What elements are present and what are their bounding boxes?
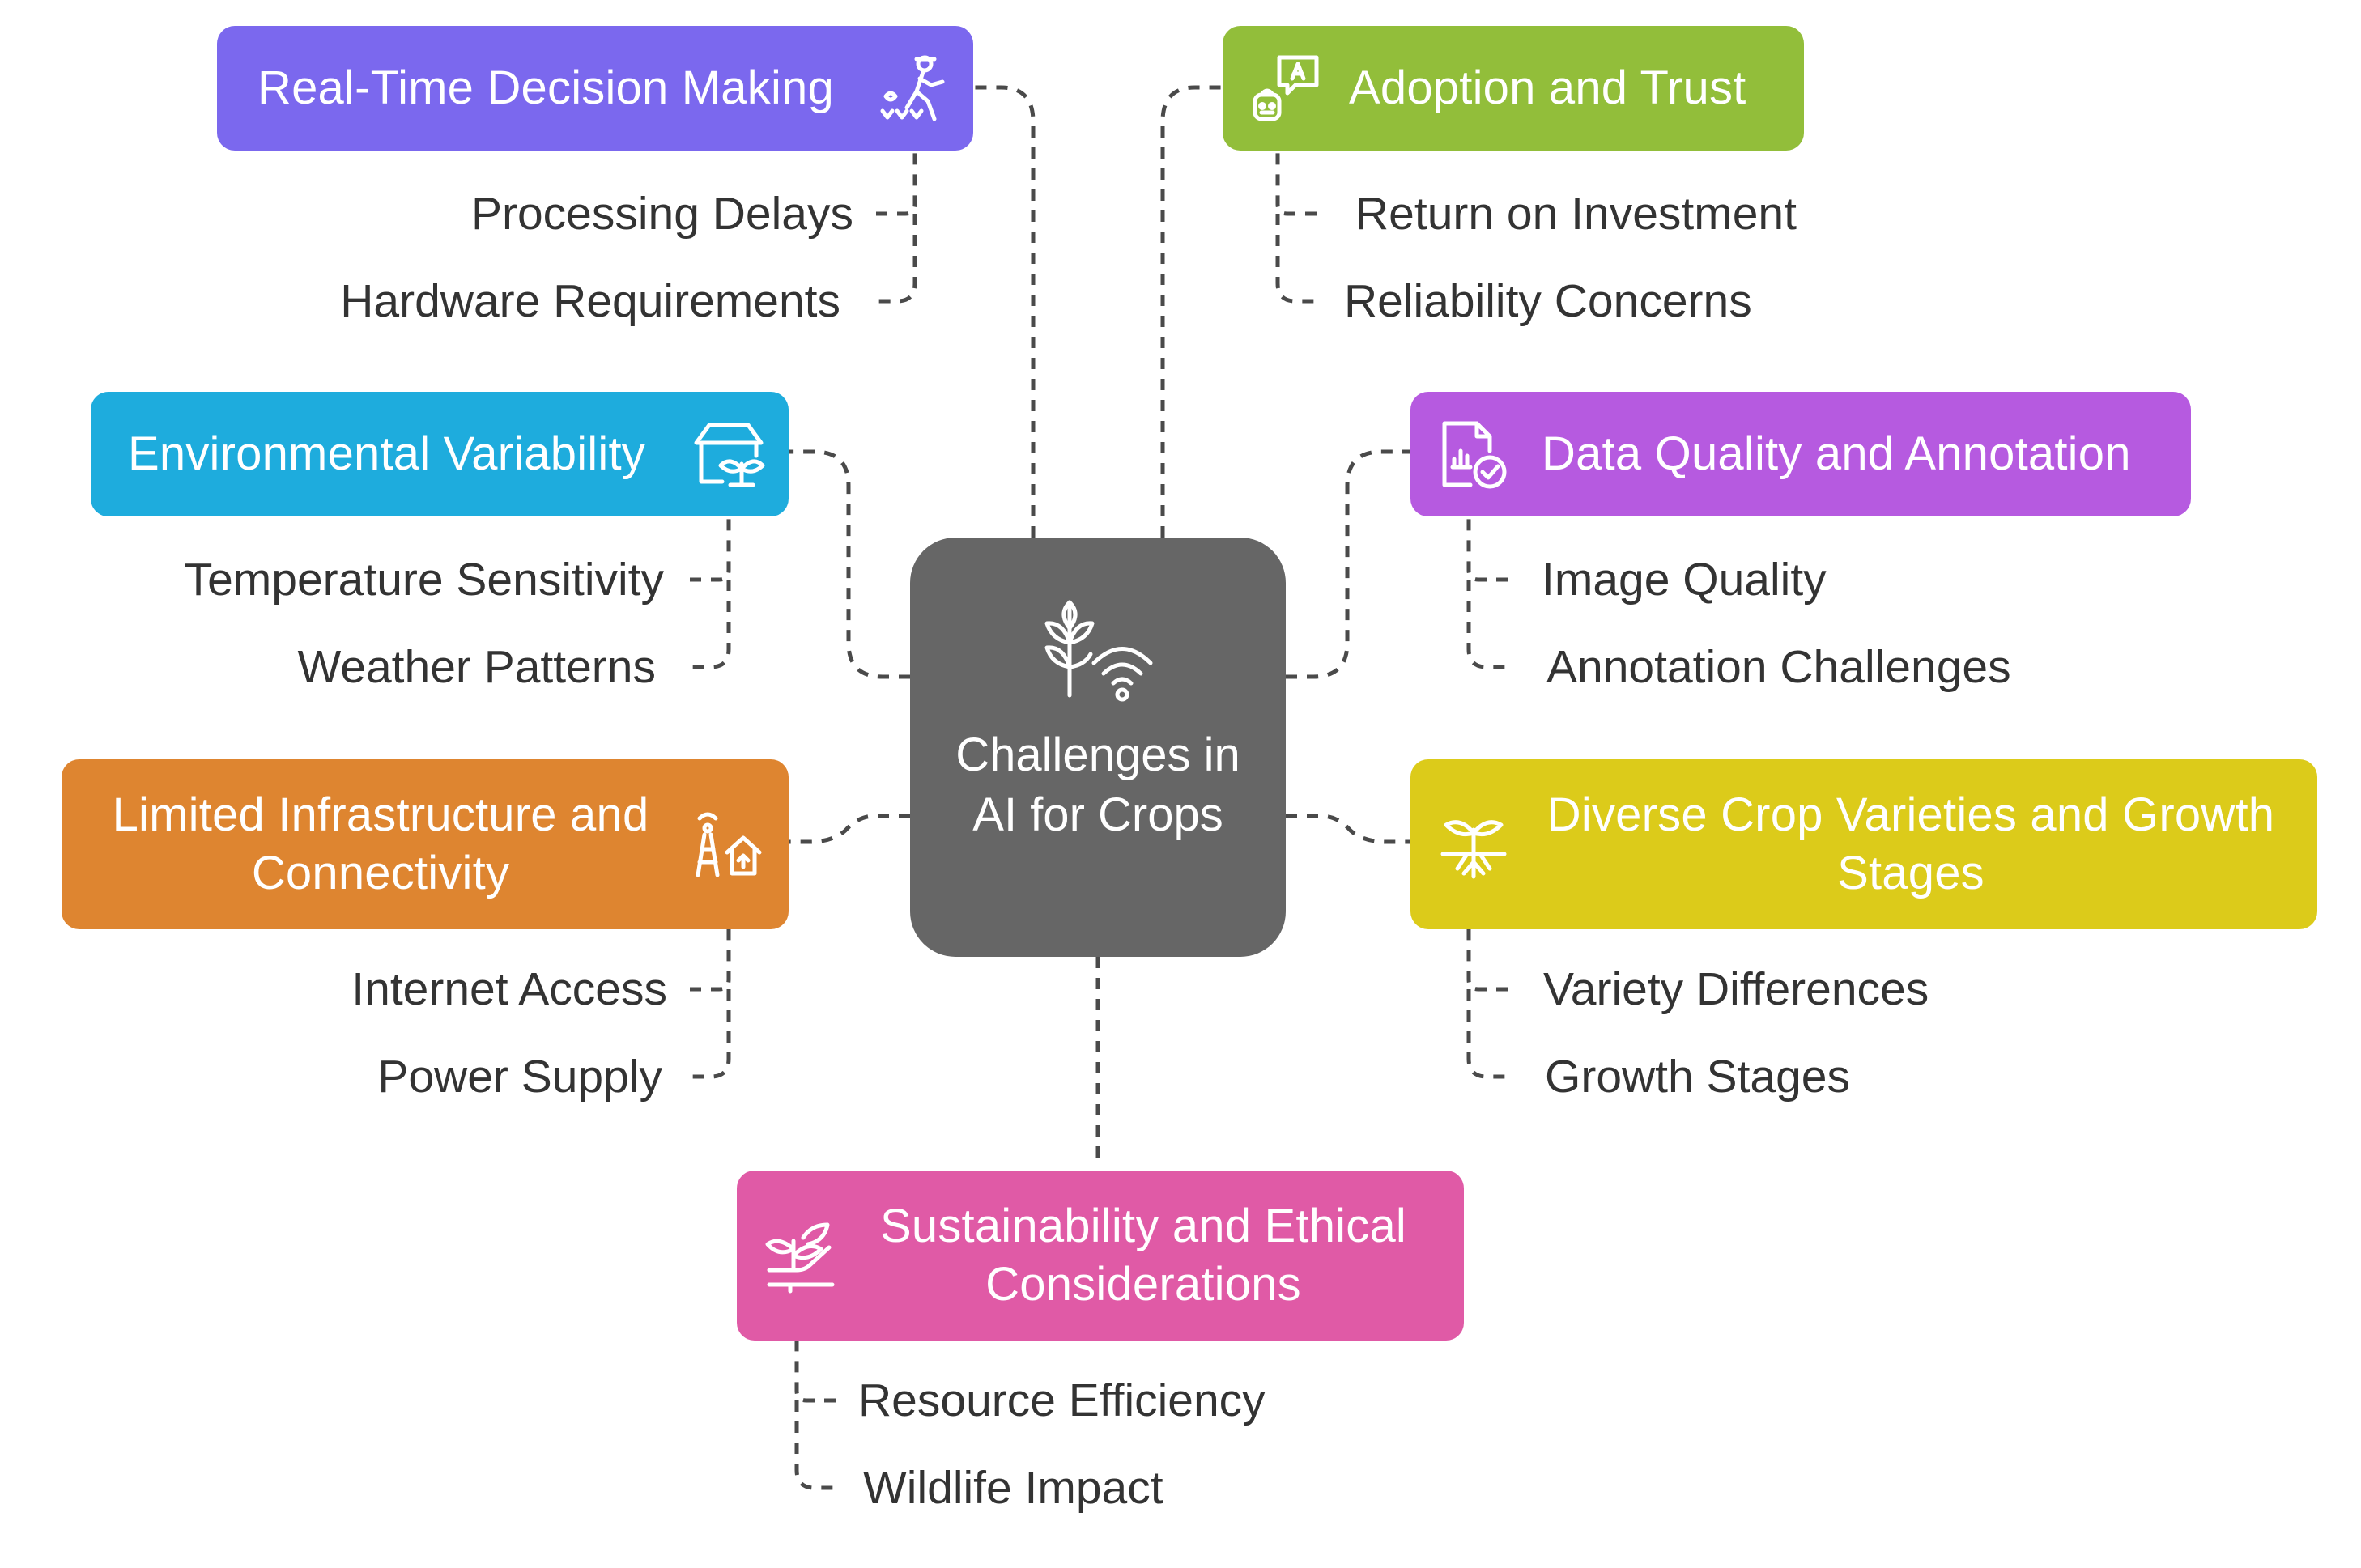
- connector-dataquality-items: [1466, 518, 1508, 669]
- item-return-on-investment: Return on Investment: [1355, 188, 1797, 240]
- category-title: Diverse Crop Varieties and Growth Stages: [1546, 788, 2275, 900]
- item-wildlife-impact: Wildlife Impact: [863, 1462, 1163, 1514]
- connector-center-environment: [789, 449, 910, 679]
- category-varieties-box: Diverse Crop Varieties and Growth Stages: [1410, 759, 2317, 929]
- category-title: Sustainability and Ethical Consideration…: [879, 1199, 1407, 1311]
- category-dataquality-box: Data Quality and Annotation: [1410, 392, 2191, 516]
- plant-hand-icon: [761, 1217, 839, 1294]
- category-infrastructure-box: Limited Infrastructure and Connectivity: [62, 759, 789, 929]
- connector-adoption-items: [1275, 152, 1317, 304]
- connector-sustainability-items: [794, 1339, 836, 1490]
- item-hardware-requirements: Hardware Requirements: [340, 275, 840, 327]
- category-title: Real-Time Decision Making: [257, 61, 834, 114]
- connector-center-varieties: [1286, 814, 1410, 844]
- greenhouse-sprout-icon: [690, 415, 768, 493]
- item-temperature-sensitivity: Temperature Sensitivity: [184, 554, 664, 606]
- wheat-wifi-icon: [1029, 586, 1167, 708]
- category-realtime-box: Real-Time Decision Making: [217, 26, 973, 151]
- category-title: Limited Infrastructure and Connectivity: [112, 788, 649, 900]
- category-adoption-box: Adoption and Trust: [1223, 26, 1804, 151]
- farmer-sowing-icon: [874, 49, 952, 127]
- item-growth-stages: Growth Stages: [1545, 1051, 1851, 1103]
- item-reliability-concerns: Reliability Concerns: [1344, 275, 1752, 327]
- connector-center-dataquality: [1286, 449, 1410, 679]
- item-weather-patterns: Weather Patterns: [297, 641, 656, 693]
- sprout-roots-icon: [1435, 805, 1512, 883]
- connector-center-adoption: [1160, 85, 1223, 538]
- item-resource-efficiency: Resource Efficiency: [858, 1375, 1266, 1426]
- center-node: Challenges in AI for Crops: [910, 538, 1286, 957]
- item-processing-delays: Processing Delays: [470, 188, 853, 240]
- connector-center-realtime: [973, 85, 1036, 538]
- document-check-icon: [1435, 415, 1512, 493]
- antenna-home-icon: [687, 805, 764, 883]
- connector-realtime-items: [876, 152, 917, 304]
- item-variety-differences: Variety Differences: [1543, 963, 1929, 1015]
- category-title: Data Quality and Annotation: [1542, 427, 2131, 480]
- connector-infrastructure-items: [690, 928, 731, 1079]
- item-power-supply: Power Supply: [377, 1051, 662, 1103]
- center-title: Challenges in AI for Crops: [955, 729, 1240, 841]
- category-environment-box: Environmental Variability: [91, 392, 789, 516]
- category-sustainability-box: Sustainability and Ethical Consideration…: [737, 1171, 1464, 1341]
- connector-center-infrastructure: [789, 814, 910, 844]
- item-annotation-challenges: Annotation Challenges: [1546, 641, 2011, 693]
- connector-varieties-items: [1466, 928, 1508, 1079]
- chat-robot-icon: [1247, 49, 1325, 127]
- connector-environment-items: [690, 518, 731, 669]
- item-image-quality: Image Quality: [1542, 554, 1827, 606]
- category-title: Environmental Variability: [128, 427, 645, 480]
- item-internet-access: Internet Access: [351, 963, 667, 1015]
- category-title: Adoption and Trust: [1349, 61, 1746, 114]
